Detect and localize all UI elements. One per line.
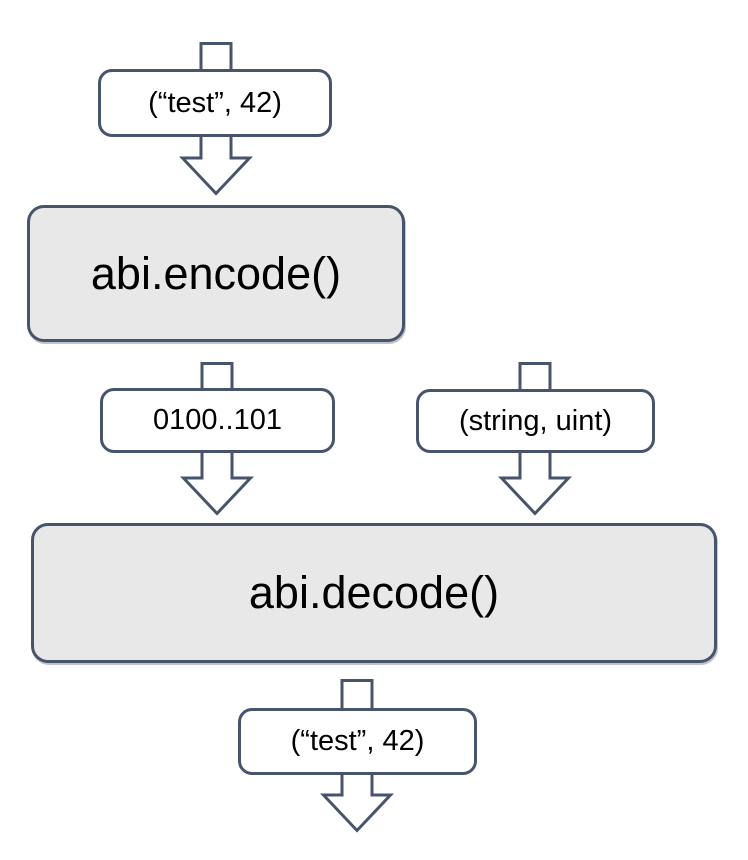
node-input-tuple-label: (“test”, 42) — [148, 86, 282, 119]
node-abi-decode-label: abi.decode() — [248, 567, 500, 618]
node-encoded-bytes-label: 0100..101 — [152, 404, 282, 436]
node-abi-decode: abi.decode() — [31, 523, 717, 663]
node-encoded-bytes: 0100..101 — [100, 388, 335, 453]
node-output-tuple: (“test”, 42) — [238, 708, 477, 775]
node-abi-encode: abi.encode() — [27, 205, 405, 342]
node-type-tuple-label: (string, uint) — [458, 404, 613, 437]
node-type-tuple: (string, uint) — [416, 389, 655, 453]
node-output-tuple-label: (“test”, 42) — [290, 725, 425, 757]
node-input-tuple: (“test”, 42) — [98, 69, 332, 137]
node-abi-encode-label: abi.encode() — [90, 247, 342, 299]
